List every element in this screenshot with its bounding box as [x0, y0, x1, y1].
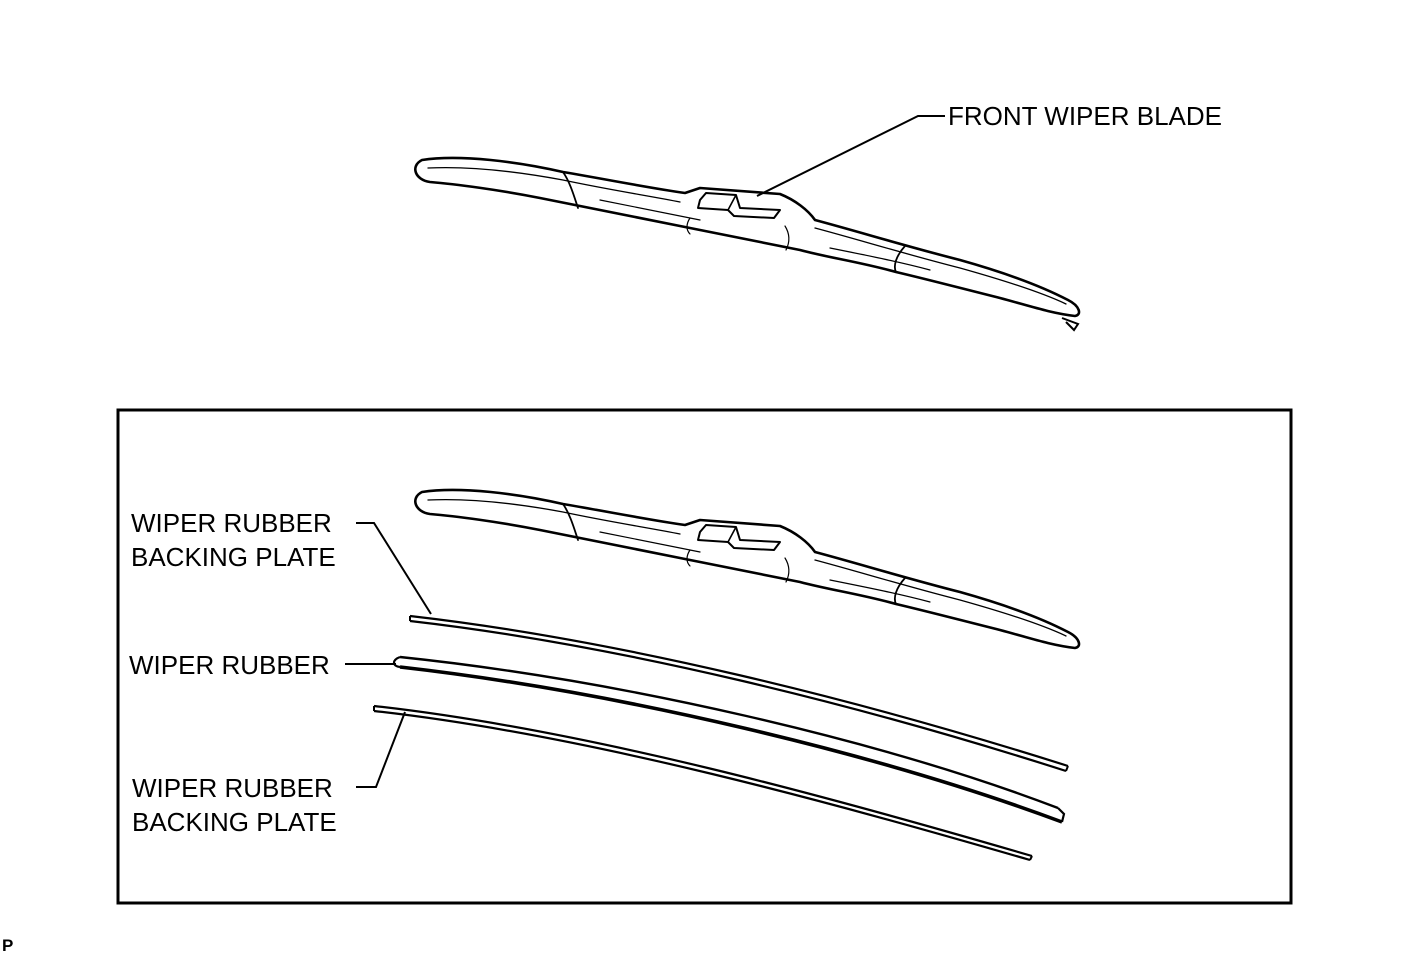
upper-backing-plate-drawing: [409, 614, 1069, 773]
lower-backing-plate-leader: [356, 711, 406, 788]
corner-mark: P: [2, 936, 14, 955]
upper-backing-plate-leader: [356, 522, 432, 615]
blade-body-drawing: [413, 488, 1081, 650]
wiper-rubber-drawing: [392, 655, 1066, 824]
lower-backing-plate-label-line2: BACKING PLATE: [132, 807, 337, 837]
lower-backing-plate-drawing: [373, 704, 1033, 862]
front-wiper-blade-drawing: [413, 156, 1081, 332]
front-wiper-blade-leader: [756, 115, 945, 197]
exploded-view-frame: [116, 408, 1293, 905]
front-wiper-blade-label: FRONT WIPER BLADE: [948, 101, 1223, 131]
upper-backing-plate-label-line1: WIPER RUBBER: [131, 508, 332, 538]
wiper-rubber-label: WIPER RUBBER: [129, 650, 330, 680]
lower-backing-plate-label-line1: WIPER RUBBER: [132, 773, 333, 803]
upper-backing-plate-label-line2: BACKING PLATE: [131, 542, 336, 572]
